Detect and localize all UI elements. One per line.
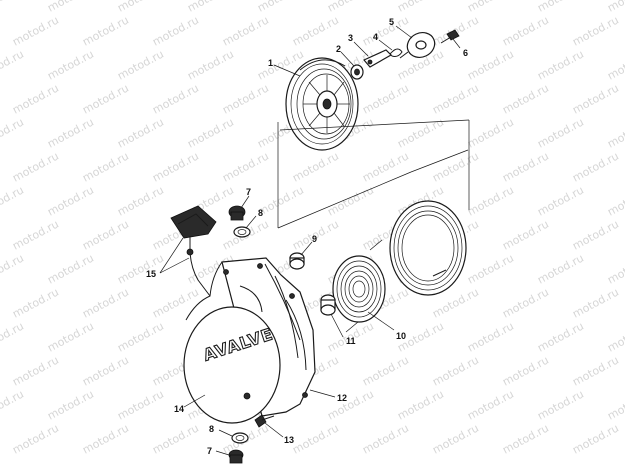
filler-plug-upper xyxy=(228,205,246,221)
center-bolt xyxy=(440,29,460,44)
callout-3: 3 xyxy=(348,33,353,43)
callout-13: 13 xyxy=(284,435,294,445)
assembly-guide-lines xyxy=(277,119,470,229)
callout-8-upper: 8 xyxy=(258,208,263,218)
friction-plate xyxy=(399,32,436,59)
callout-labels: 1 2 3 4 5 6 7 8 9 10 11 12 13 14 8 7 15 xyxy=(146,17,468,456)
o-ring-lower xyxy=(231,432,249,444)
bushing-9 xyxy=(289,252,305,270)
callout-11: 11 xyxy=(346,336,356,346)
callout-9: 9 xyxy=(312,234,317,244)
drain-plug-lower xyxy=(228,449,244,464)
callout-8-lower: 8 xyxy=(209,424,214,434)
washer-2 xyxy=(350,64,364,80)
leader-lines xyxy=(159,25,461,456)
sleeve-11 xyxy=(320,294,336,316)
starter-pulley xyxy=(285,57,359,151)
callout-7-upper: 7 xyxy=(246,187,251,197)
callout-7-lower: 7 xyxy=(207,446,212,456)
ratchet-pawl xyxy=(363,49,392,68)
callout-6: 6 xyxy=(463,48,468,58)
recoil-spring-large xyxy=(389,200,467,296)
callout-1: 1 xyxy=(268,58,273,68)
starter-housing: AVALVE xyxy=(183,257,316,424)
starter-handle xyxy=(170,205,217,297)
o-ring-upper xyxy=(233,226,251,238)
pawl-spring xyxy=(390,48,403,57)
callout-4: 4 xyxy=(373,32,378,42)
callout-12: 12 xyxy=(337,393,347,403)
recoil-spring-small xyxy=(332,239,386,333)
callout-5: 5 xyxy=(389,17,394,27)
callout-10: 10 xyxy=(396,331,406,341)
callout-14: 14 xyxy=(174,404,184,414)
callout-2: 2 xyxy=(336,44,341,54)
housing-bolt xyxy=(254,414,275,428)
callout-15: 15 xyxy=(146,269,156,279)
